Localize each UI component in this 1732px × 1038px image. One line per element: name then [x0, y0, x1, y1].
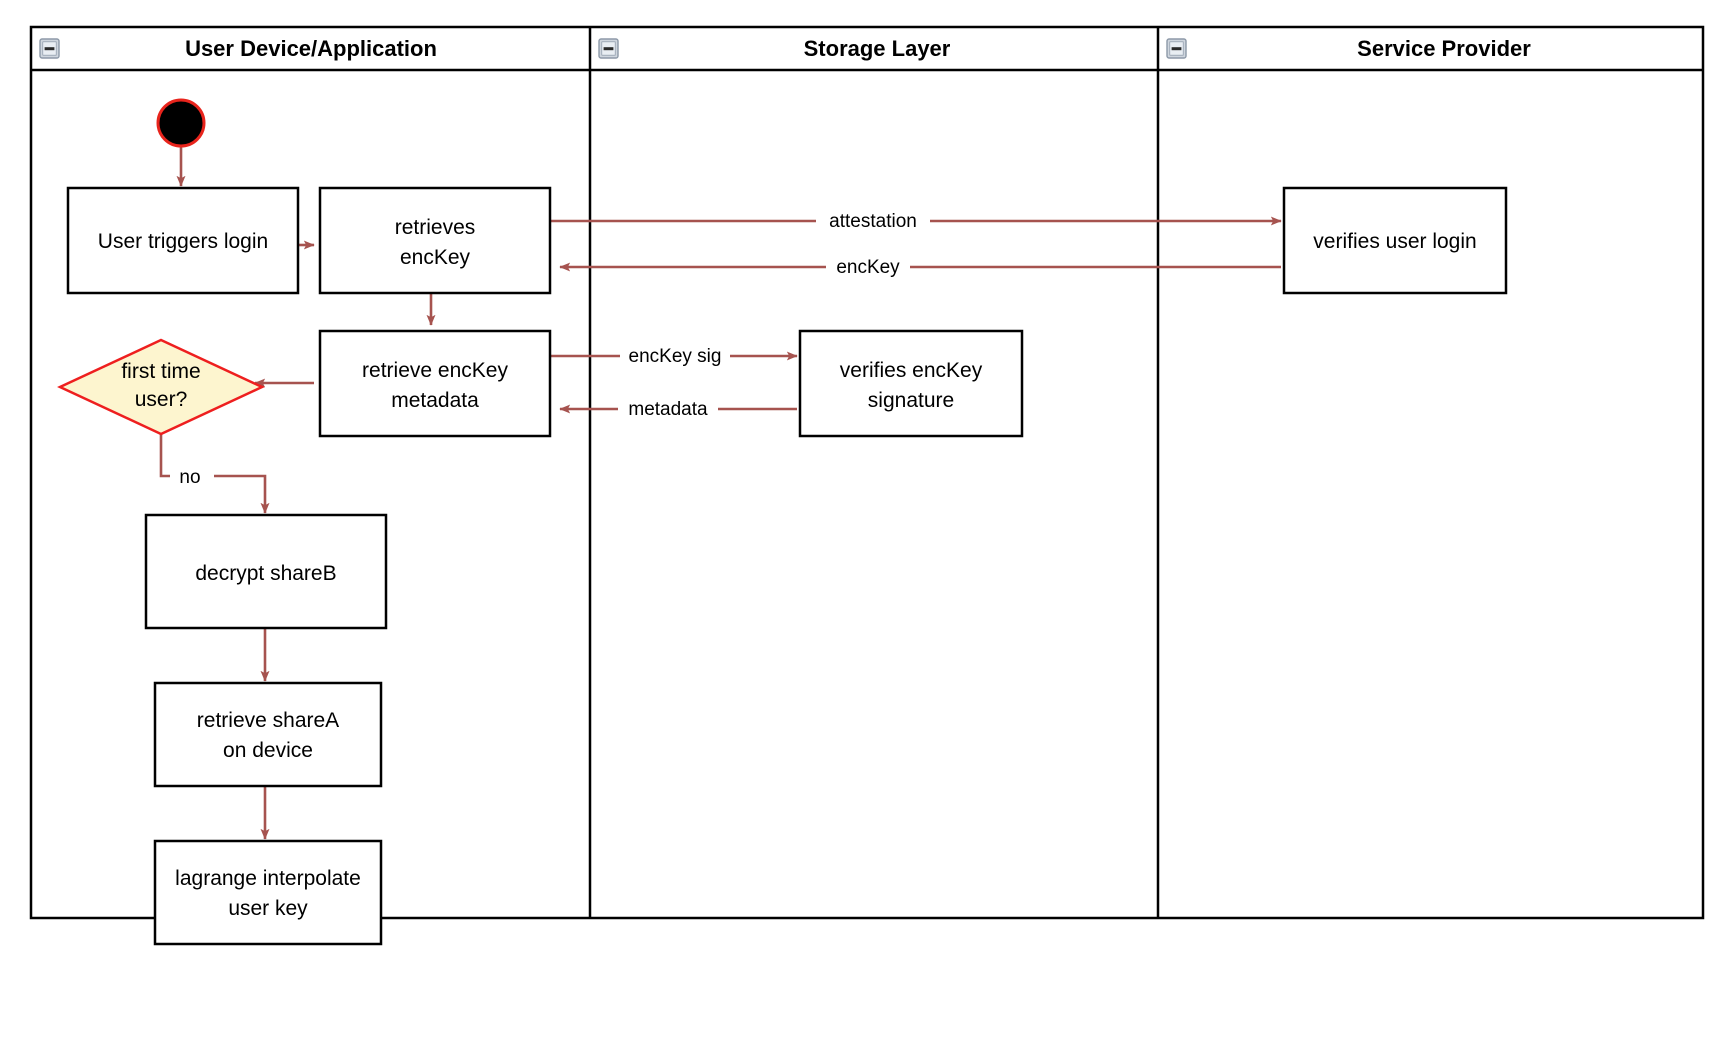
activity-label-verifies-enckey-sig-line1: verifies encKey: [840, 359, 983, 382]
activity-label-retrieves-enckey-line2: encKey: [400, 246, 471, 269]
activity-label-user-triggers-login: User triggers login: [98, 230, 268, 253]
edge-label-no: no: [179, 467, 200, 488]
lane-header-service-provider: Service Provider: [1166, 36, 1531, 61]
collapse-minus-icon-lane-1[interactable]: [39, 38, 60, 59]
lane-title-user-device: User Device/Application: [185, 36, 437, 61]
decision-shape-first-time-user: [57, 338, 265, 436]
edge-label-enckey: encKey: [836, 257, 900, 278]
activity-box-decrypt-shareb: [144, 513, 388, 630]
activity-lagrange-interpolate-user-key[interactable]: lagrange interpolate user key: [153, 839, 383, 946]
collapse-minus-icon-lane-3[interactable]: [1166, 38, 1187, 59]
activity-verifies-user-login[interactable]: verifies user login: [1282, 186, 1508, 295]
edge-label-enckey-sig: encKey sig: [629, 346, 722, 367]
activity-user-triggers-login[interactable]: User triggers login: [66, 186, 300, 295]
activity-verifies-enckey-signature[interactable]: verifies encKey signature: [798, 329, 1024, 438]
edge-label-bg-attestation: [816, 208, 930, 234]
activity-label-retrieve-enckey-metadata-line1: retrieve encKey: [362, 359, 508, 382]
activity-retrieve-enckey-metadata[interactable]: retrieve encKey metadata: [318, 329, 552, 438]
activity-retrieves-enckey[interactable]: retrieves encKey: [318, 186, 552, 295]
edge-label-bg-enckey-sig: [620, 343, 730, 369]
decision-label-first-time-user-line1: first time: [121, 360, 200, 383]
activity-label-verifies-user-login: verifies user login: [1313, 230, 1476, 253]
activity-label-verifies-enckey-sig-line2: signature: [868, 389, 954, 412]
lane-title-storage: Storage Layer: [804, 36, 951, 61]
edge-label-bg-no: [170, 464, 214, 490]
collapse-minus-icon-lane-2[interactable]: [598, 38, 619, 59]
start-node[interactable]: [156, 98, 206, 148]
activity-label-retrieve-enckey-metadata-line2: metadata: [391, 389, 479, 412]
edge-label-bg-enckey: [826, 254, 910, 280]
decision-label-first-time-user-line2: user?: [135, 388, 188, 411]
activity-box-retrieve-sharea-on-device: [153, 681, 383, 788]
activity-retrieve-sharea-on-device[interactable]: retrieve shareA on device: [153, 681, 383, 788]
lane-header-storage: Storage Layer: [598, 36, 951, 61]
activity-box-lagrange-interpolate: [153, 839, 383, 946]
edge-label-metadata: metadata: [628, 399, 708, 420]
edge-label-attestation: attestation: [829, 211, 917, 232]
edge-label-layer: attestation encKey encKey sig metadata n…: [170, 208, 930, 490]
activity-box-verifies-user-login: [1282, 186, 1508, 295]
activity-label-retrieve-sharea-line1: retrieve shareA: [197, 709, 339, 732]
activity-box-retrieve-enckey-metadata: [318, 329, 552, 438]
activity-box-retrieves-enckey: [318, 186, 552, 295]
activity-box-user-triggers-login: [66, 186, 300, 295]
activity-label-lagrange-line1: lagrange interpolate: [175, 867, 361, 890]
activity-label-lagrange-line2: user key: [228, 897, 308, 920]
lane-header-user-device: User Device/Application: [39, 36, 437, 61]
activity-label-decrypt-shareb: decrypt shareB: [195, 562, 336, 585]
edge-label-bg-metadata: [618, 396, 718, 422]
decision-first-time-user[interactable]: first time user?: [57, 338, 265, 436]
activity-decrypt-shareb[interactable]: decrypt shareB: [144, 513, 388, 630]
start-node-circle: [156, 98, 206, 148]
lane-title-service-provider: Service Provider: [1357, 36, 1531, 61]
activity-label-retrieves-enckey-line1: retrieves: [395, 216, 476, 239]
activity-label-retrieve-sharea-line2: on device: [223, 739, 313, 762]
activity-box-verifies-enckey-signature: [798, 329, 1024, 438]
